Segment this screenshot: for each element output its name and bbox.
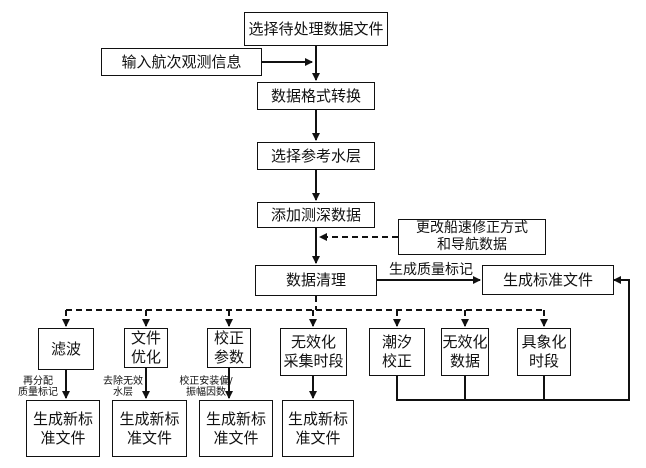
remove-invalid-label: 去除无效 水层 xyxy=(103,376,143,398)
gen-std-box: 生成标准文件 xyxy=(482,265,614,295)
new-file-box-2: 生成新标 准文件 xyxy=(112,400,187,457)
change-speed-box: 更改船速修正方式 和导航数据 xyxy=(398,219,546,255)
calib-install-label: 校正安装偏/ 振幅因数 xyxy=(179,376,233,398)
new-file-box-3: 生成新标 准文件 xyxy=(199,400,273,457)
select-file-box: 选择待处理数据文件 xyxy=(244,12,388,46)
select-ref-box: 选择参考水层 xyxy=(257,142,375,170)
invalid-data-box: 无效化 数据 xyxy=(441,328,489,376)
invalid-period-box: 无效化 采集时段 xyxy=(280,328,347,376)
arrow-return-to-std xyxy=(396,276,630,401)
add-sounding-box: 添加测深数据 xyxy=(257,202,375,228)
concrete-period-box: 具象化 时段 xyxy=(517,328,571,376)
new-file-box-1: 生成新标 准文件 xyxy=(26,400,100,457)
tide-box: 潮汐 校正 xyxy=(369,328,425,376)
filter-box: 滤波 xyxy=(38,328,94,370)
input-obs-box: 输入航次观测信息 xyxy=(101,48,262,76)
quality-flag-label: 生成质量标记 xyxy=(389,262,473,278)
reassign-label: 再分配 质量标记 xyxy=(18,376,58,398)
file-opt-box: 文件 优化 xyxy=(124,328,168,368)
data-clean-box: 数据清理 xyxy=(255,265,377,296)
format-convert-box: 数据格式转换 xyxy=(257,82,375,110)
calib-box: 校正 参数 xyxy=(207,328,251,368)
new-file-box-4: 生成新标 准文件 xyxy=(282,400,354,457)
